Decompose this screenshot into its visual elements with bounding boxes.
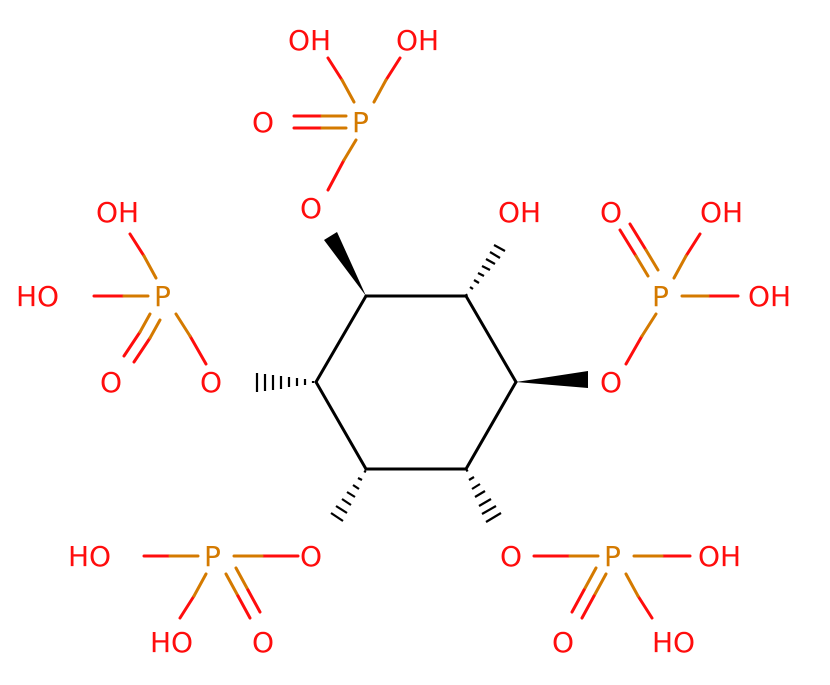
hash-bond (330, 470, 367, 522)
oxygen-label: O (252, 106, 274, 139)
phosphate-bonds (92, 56, 740, 620)
oxygen-label: O (600, 196, 622, 229)
phosphorus-label: P (154, 280, 171, 313)
ring-bond (314, 294, 368, 384)
hydroxyl-label: HO (652, 626, 695, 659)
oxygen-label: O (500, 540, 522, 573)
oxygen-label: O (600, 366, 622, 399)
oxygen-label: O (300, 192, 322, 225)
atom-labels: OH OH OH O P O OH HO P O O O OH P OH O H… (16, 24, 791, 659)
oxygen-label: O (200, 366, 222, 399)
hydroxyl-label: HO (68, 540, 111, 573)
phosphorus-label: P (604, 540, 621, 573)
hydroxyl-label: OH (698, 540, 741, 573)
hash-bond (465, 469, 502, 523)
hydroxyl-label: OH (700, 196, 743, 229)
hydroxyl-label: OH (498, 196, 541, 229)
hydroxyl-label: HO (16, 280, 59, 313)
ring-bond (464, 294, 518, 384)
wedge-bond (516, 371, 588, 388)
hydroxyl-label: HO (150, 626, 193, 659)
phosphorus-label: P (352, 106, 369, 139)
hash-bond (255, 373, 315, 392)
ring-bond (464, 380, 518, 471)
phosphorus-label: P (652, 280, 669, 313)
oxygen-label: O (100, 366, 122, 399)
wedge-bond (324, 232, 366, 296)
phosphorus-label: P (204, 540, 221, 573)
hydroxyl-label: OH (288, 24, 331, 57)
hydroxyl-label: OH (96, 196, 139, 229)
oxygen-label: O (300, 540, 322, 573)
ring-bond (314, 380, 368, 471)
oxygen-label: O (552, 626, 574, 659)
ring-bonds (314, 294, 518, 471)
oxygen-label: O (252, 626, 274, 659)
bond-o-p (326, 158, 346, 192)
hydroxyl-label: OH (396, 24, 439, 57)
hydroxyl-label: OH (748, 280, 791, 313)
hash-bond (465, 244, 506, 297)
